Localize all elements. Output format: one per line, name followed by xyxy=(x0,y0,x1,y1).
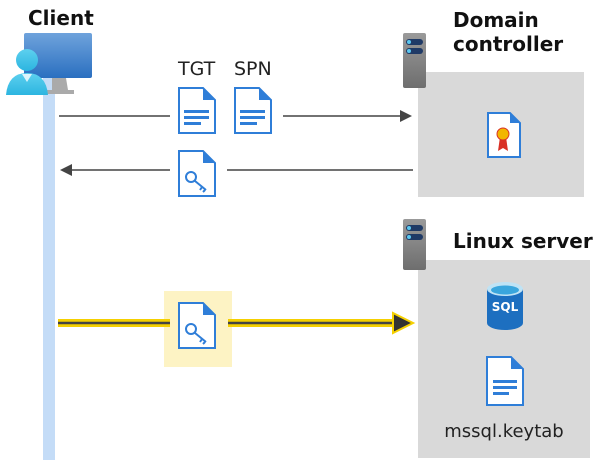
dc-server-icon xyxy=(403,33,426,88)
user-computer-icon xyxy=(6,33,92,95)
client-lifeline xyxy=(43,78,55,460)
reply-arrowhead xyxy=(60,164,72,176)
service-ticket-key-document-icon xyxy=(178,150,216,197)
service-ticket-key-document-icon-highlighted xyxy=(178,302,216,349)
domain-controller-title: Domain controller xyxy=(453,8,563,56)
spn-document-icon xyxy=(234,87,272,134)
tgt-document-icon xyxy=(178,87,216,134)
request-arrowhead xyxy=(400,110,412,122)
domain-controller-title-line1: Domain xyxy=(453,8,539,32)
tgt-label: TGT xyxy=(178,58,216,80)
client-title: Client xyxy=(28,6,94,30)
sql-label: SQL xyxy=(491,300,519,314)
spn-label: SPN xyxy=(234,58,272,80)
highlight-arrowhead xyxy=(392,311,416,335)
keytab-label: mssql.keytab xyxy=(444,421,564,442)
certificate-icon xyxy=(487,112,521,158)
domain-controller-title-line2: controller xyxy=(453,32,564,56)
linux-server-title: Linux server xyxy=(453,229,593,253)
sql-database-icon: SQL xyxy=(487,282,523,330)
linux-server-icon xyxy=(403,219,426,270)
keytab-document-icon xyxy=(486,356,524,406)
